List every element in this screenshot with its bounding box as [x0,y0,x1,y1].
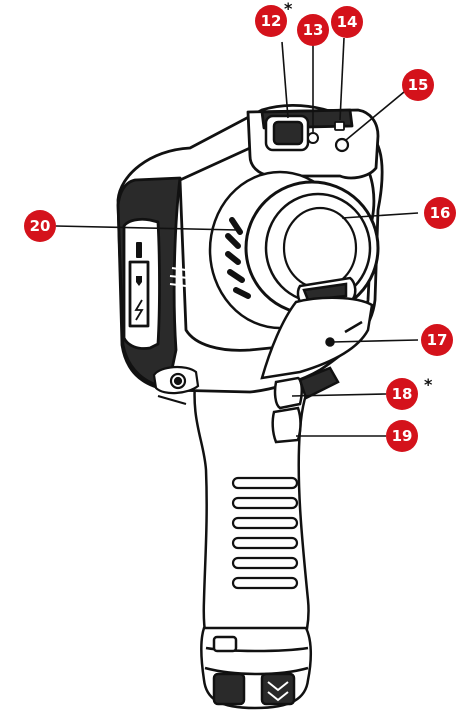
callout-13: 13 [297,14,329,46]
sensor-13 [307,132,319,144]
sensor-15 [334,137,350,153]
callout-19: 19 [386,420,418,452]
callout-14: 14 [331,6,363,38]
svg-text:20: 20 [30,217,51,235]
callout-15: 15 [402,69,434,101]
callout-16: 16 [424,197,456,229]
svg-text:19: 19 [392,427,413,445]
leader-lines [55,37,419,437]
side-panel-markings [169,267,189,287]
svg-text:14: 14 [337,13,358,31]
grip-ribs [231,476,299,590]
callout-12: 12 * [255,0,293,37]
svg-text:*: * [424,375,433,394]
battery-base [200,626,312,710]
svg-text:15: 15 [408,76,429,94]
usb-port-icon [136,242,142,258]
lightning-bolt-icon [134,299,144,321]
svg-text:16: 16 [430,204,451,222]
sensor-14 [334,121,345,131]
svg-text:13: 13 [303,21,324,39]
visual-camera-window [264,114,310,152]
trigger [271,366,340,444]
tripod-mount [152,365,200,406]
svg-text:12: 12 [261,12,282,30]
lower-front [260,296,374,380]
connector-icon [136,276,142,286]
svg-text:*: * [284,0,293,18]
callout-20: 20 [24,210,56,242]
callout-18: 18 * [386,375,433,410]
callout-17: 17 [421,324,453,356]
svg-text:18: 18 [392,385,413,403]
svg-text:17: 17 [427,331,448,349]
